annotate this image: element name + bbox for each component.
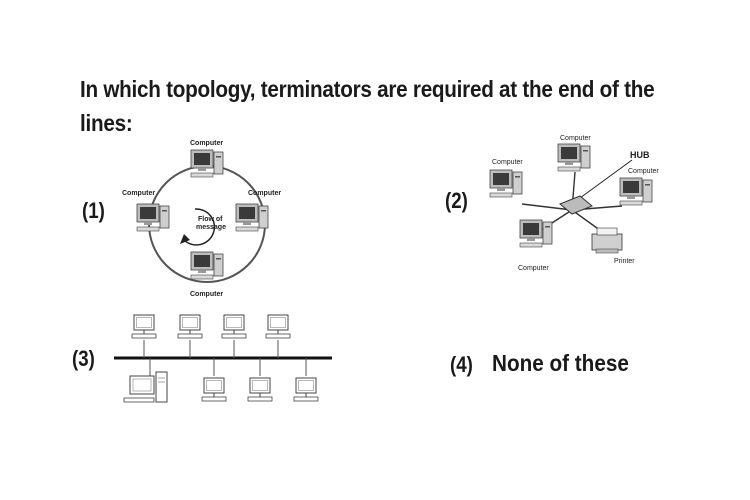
flow-arrow-path	[183, 208, 216, 246]
star-label-bottom: Computer	[518, 265, 549, 272]
flow-arrow-head	[180, 234, 190, 244]
bus-terminal-top-2	[177, 314, 203, 339]
option-4-number: (4)	[450, 352, 473, 377]
option-3-number: (3)	[72, 346, 95, 371]
star-label-left: Computer	[492, 159, 523, 166]
star-label-top: Computer	[560, 135, 591, 142]
flow-label-line2: message	[196, 224, 226, 231]
star-computer-bottom	[519, 219, 553, 248]
star-computer-right	[619, 177, 653, 206]
bus-terminal-bottom-3	[293, 377, 319, 402]
ring-computer-left	[136, 203, 170, 232]
bus-topology-graphic	[114, 314, 332, 403]
printer-label: Printer	[614, 258, 635, 265]
printer-device	[591, 227, 623, 254]
bus-terminal-top-4	[265, 314, 291, 339]
ring-topology-graphic	[136, 149, 269, 283]
star-topology-diagram: Computer Computer Computer Computer Prin…	[480, 132, 680, 282]
star-label-right: Computer	[628, 168, 659, 175]
ring-label-right: Computer	[248, 190, 282, 197]
star-topology-graphic	[489, 143, 653, 254]
bus-topology-diagram	[110, 310, 340, 410]
ring-computer-right	[235, 203, 269, 232]
option-1-number: (1)	[82, 198, 105, 223]
ring-computer-top	[190, 149, 224, 178]
question-text: In which topology, terminators are requi…	[80, 76, 655, 136]
ring-label-left: Computer	[122, 190, 156, 197]
ring-label-top: Computer	[190, 140, 224, 147]
flow-label-line1: Flow of	[198, 216, 223, 223]
ring-computer-bottom	[190, 251, 224, 280]
hub-label: HUB	[630, 150, 650, 160]
option-4-text: None of these	[492, 350, 629, 376]
bus-terminal-bottom-1	[201, 377, 227, 402]
bus-server	[123, 371, 168, 403]
bus-terminal-bottom-2	[247, 377, 273, 402]
bus-terminal-top-1	[131, 314, 157, 339]
star-computer-left	[489, 169, 523, 198]
star-computer-top	[557, 143, 591, 172]
option-2-number: (2)	[445, 188, 468, 213]
ring-label-bottom: Computer	[190, 291, 224, 298]
bus-terminal-top-3	[221, 314, 247, 339]
hub-device	[559, 195, 593, 215]
ring-topology-diagram: Computer Computer Computer Computer Flow…	[110, 136, 300, 306]
